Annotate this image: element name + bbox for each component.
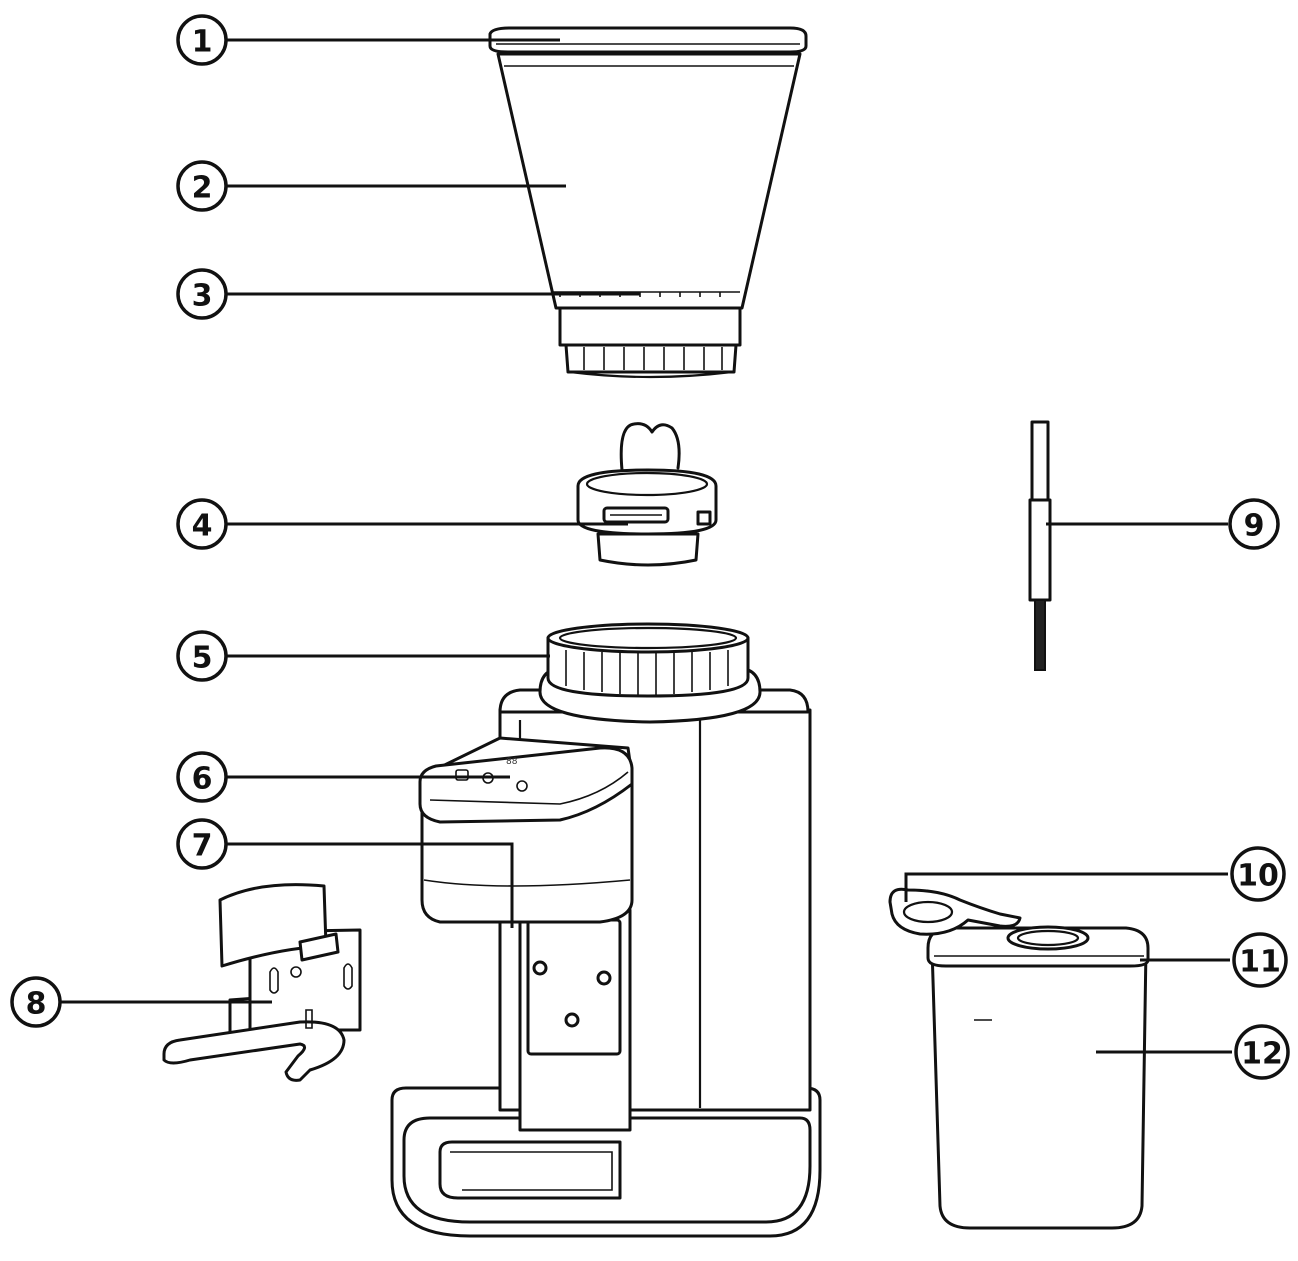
svg-text:1: 1 <box>192 25 213 60</box>
svg-text:6: 6 <box>192 762 213 797</box>
svg-text:3: 3 <box>192 279 213 314</box>
svg-text:4: 4 <box>192 509 213 544</box>
svg-text:12: 12 <box>1241 1037 1283 1072</box>
svg-text:5: 5 <box>192 641 213 676</box>
callout-1: 1 <box>176 14 228 66</box>
svg-text:9: 9 <box>1244 509 1265 544</box>
callout-2: 2 <box>176 160 228 212</box>
callout-5: 5 <box>176 630 228 682</box>
svg-text:11: 11 <box>1239 945 1281 980</box>
leader-lines <box>60 38 1232 1054</box>
svg-text:10: 10 <box>1237 859 1279 894</box>
control-panel: 88 <box>418 736 634 924</box>
callout-11: 11 <box>1232 932 1288 988</box>
svg-text:8: 8 <box>26 987 47 1022</box>
callout-10: 10 <box>1230 846 1286 902</box>
upper-burr-assembly <box>576 422 718 567</box>
hopper-lid <box>488 26 808 54</box>
callout-3: 3 <box>176 268 228 320</box>
display-readout: 88 <box>506 757 518 767</box>
grind-adjustment-ring <box>538 622 762 724</box>
callout-12: 12 <box>1234 1024 1290 1080</box>
callout-9: 9 <box>1228 498 1280 550</box>
callout-7: 7 <box>176 818 228 870</box>
portafilter-holder <box>162 883 362 1082</box>
svg-text:2: 2 <box>192 171 213 206</box>
callout-8: 8 <box>10 976 62 1028</box>
svg-text:7: 7 <box>192 829 213 864</box>
callout-4: 4 <box>176 498 228 550</box>
grounds-container <box>888 887 1150 1230</box>
bean-hopper <box>496 52 802 379</box>
cleaning-brush <box>1028 420 1052 671</box>
callout-6: 6 <box>176 751 228 803</box>
